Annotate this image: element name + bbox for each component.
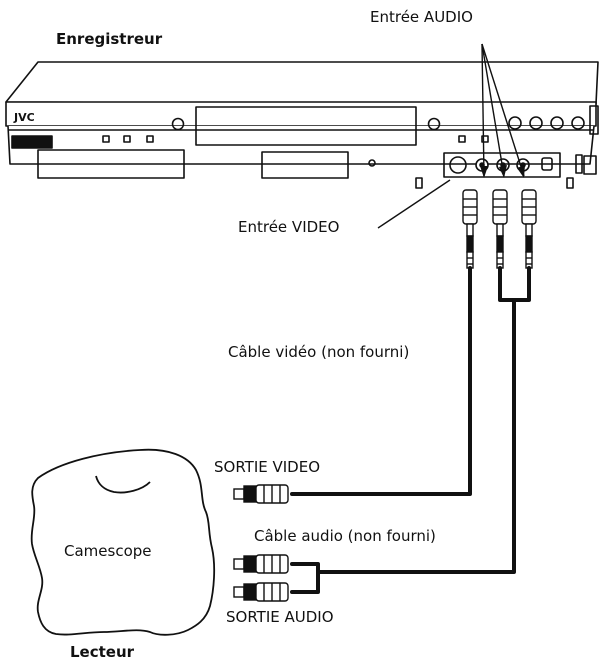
audio-out-label: SORTIE AUDIO (226, 608, 334, 626)
cables (290, 266, 531, 594)
recorder-label: Enregistreur (56, 30, 163, 48)
camcorder-label: Camescope (64, 542, 152, 560)
audio-input-label: Entrée AUDIO (370, 8, 473, 26)
recorder-top (5, 61, 599, 105)
recorder-plugs (462, 189, 537, 269)
input-panel (443, 152, 561, 178)
video-input-label: Entrée VIDEO (238, 218, 340, 236)
video-out-label: SORTIE VIDEO (214, 458, 321, 476)
arrowheads (480, 165, 525, 178)
camcorder-plugs (233, 484, 289, 602)
camcorder-outline (30, 448, 216, 636)
video-cable-label: Câble vidéo (non fourni) (228, 343, 410, 361)
jog-knob (427, 117, 441, 131)
display-window (195, 106, 417, 146)
s-video-jack (449, 156, 467, 174)
brand-logo: JVC (13, 111, 35, 124)
recorder-front (5, 101, 597, 127)
leader-lines (377, 43, 525, 229)
player-label: Lecteur (70, 643, 135, 661)
power-knob (171, 117, 185, 131)
recorder-unit (5, 61, 599, 189)
audio-cable-label: Câble audio (non fourni) (254, 527, 436, 545)
video-cable (290, 266, 472, 496)
